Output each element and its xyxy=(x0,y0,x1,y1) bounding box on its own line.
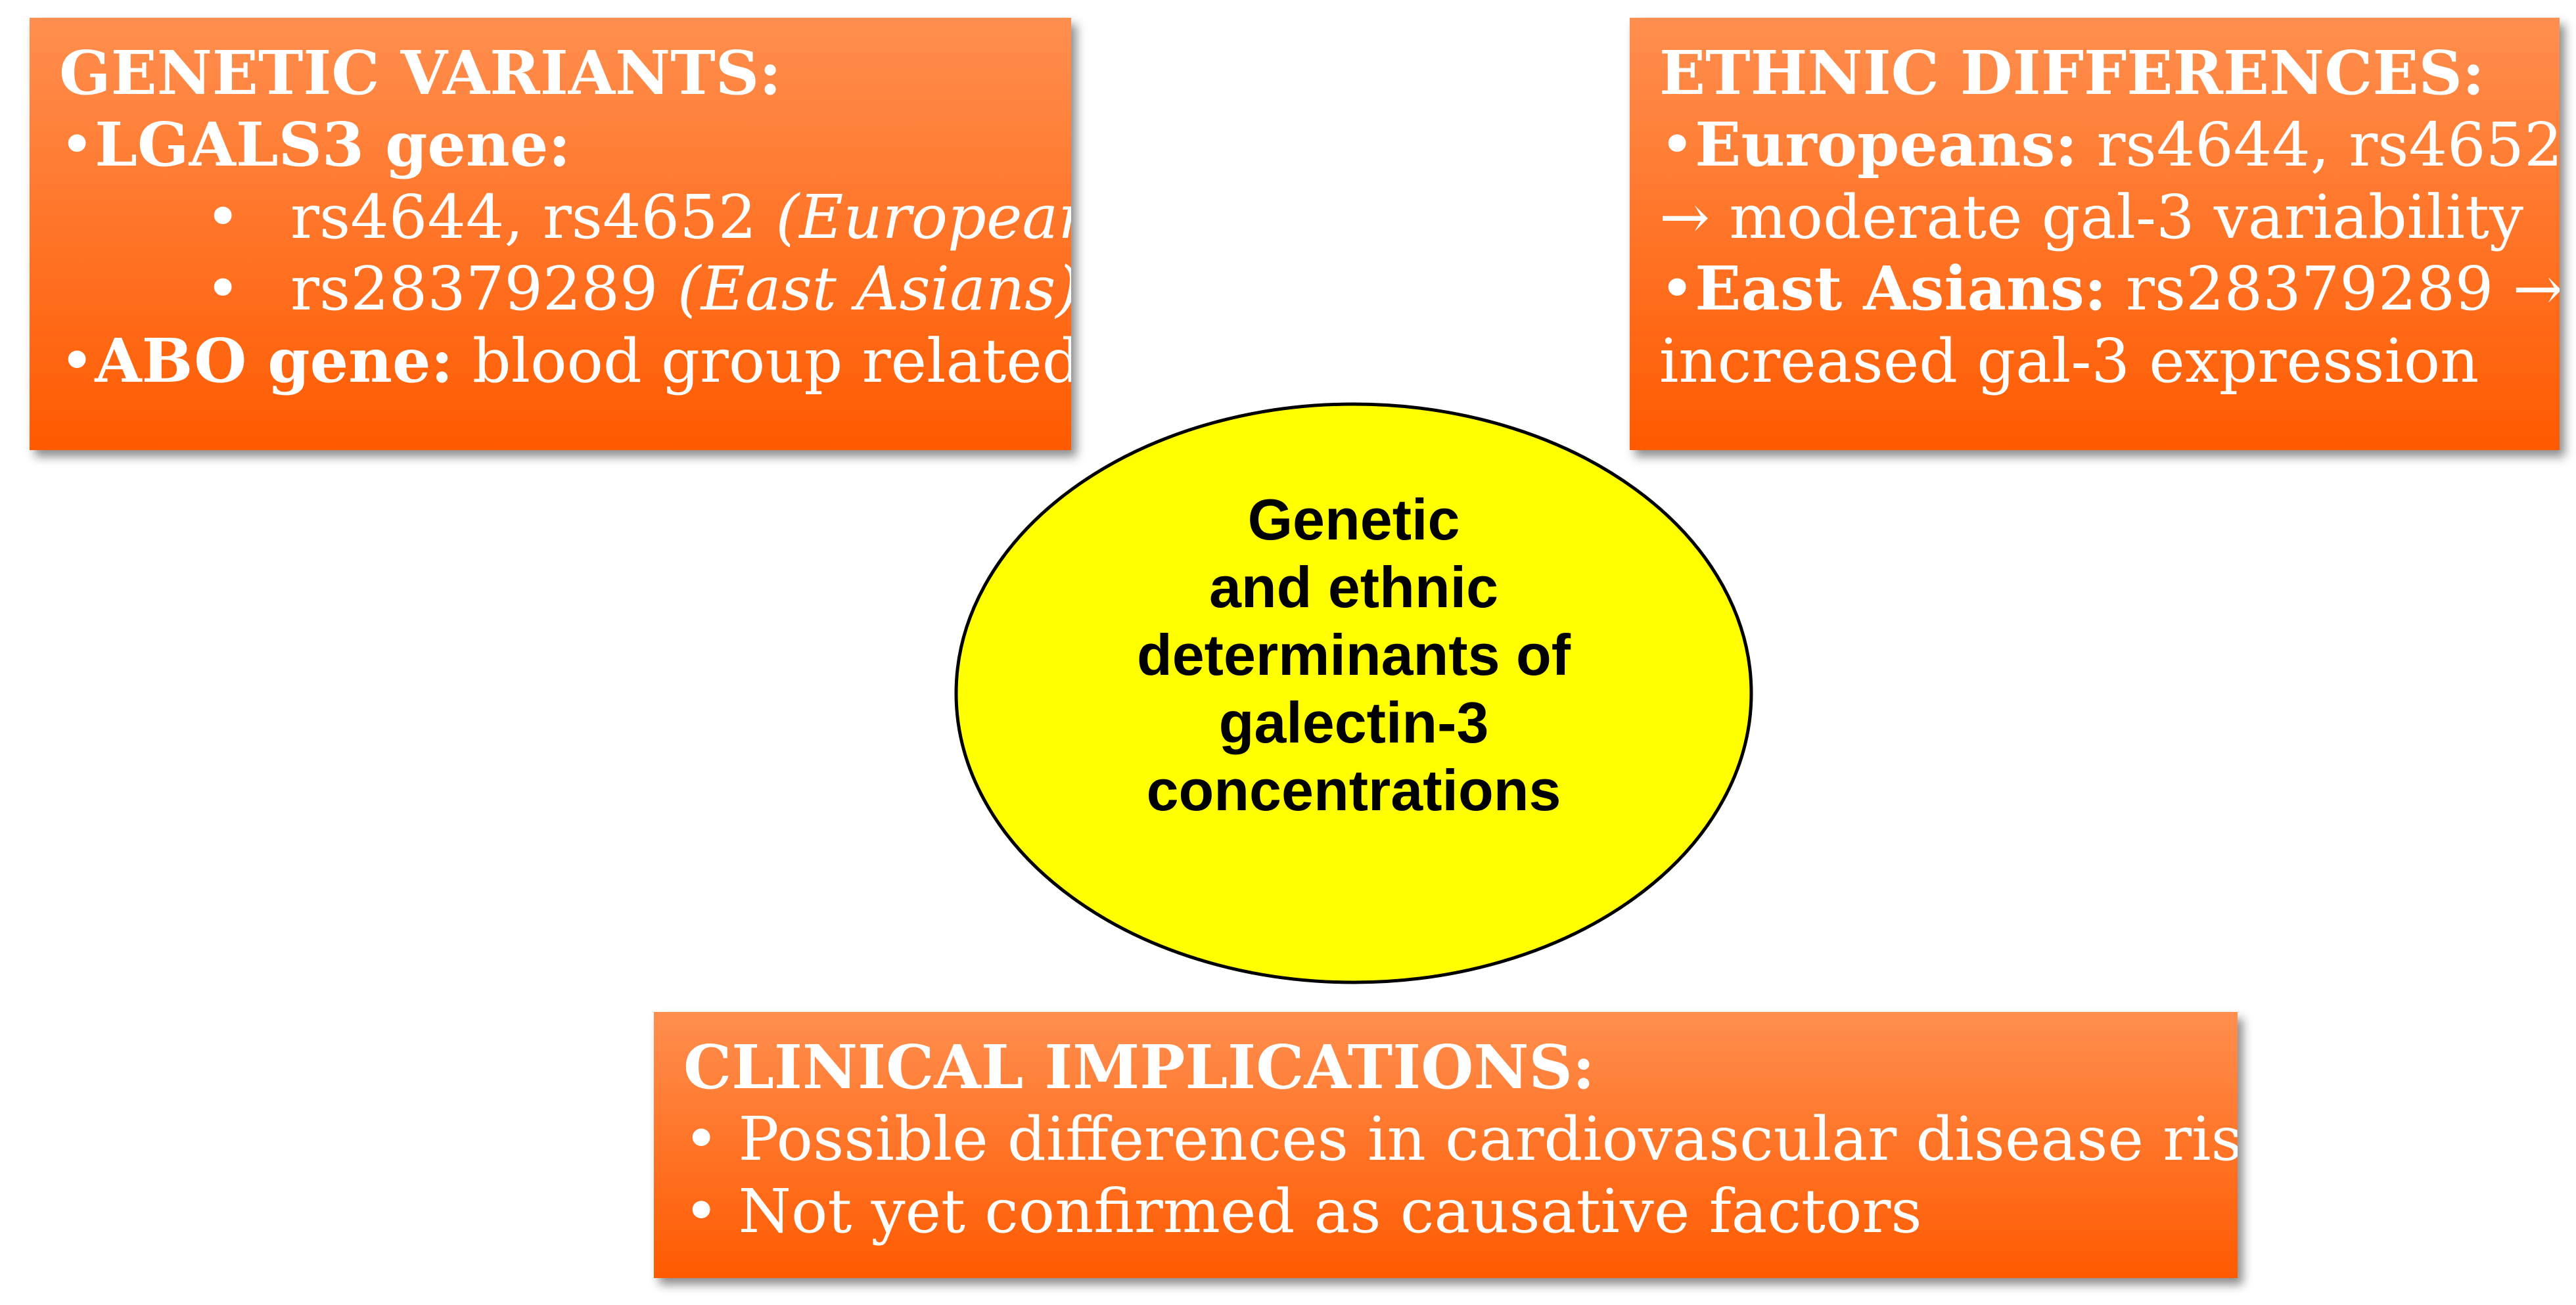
variant-population: (East Asians) xyxy=(677,254,1071,325)
east-asians-snps: rs28379289 → xyxy=(2106,254,2560,325)
bullet-icon: • xyxy=(1659,110,1695,181)
europeans-label: Europeans: xyxy=(1695,109,2078,181)
europeans-line: •Europeans: rs4644, rs4652 xyxy=(1659,109,2560,181)
abo-gene-label: ABO gene: xyxy=(95,325,453,396)
clinical-item: • Possible differences in cardiovascular… xyxy=(683,1104,2238,1175)
bullet-icon: • xyxy=(59,110,95,181)
bullet-icon: • xyxy=(205,254,241,325)
clinical-implications-title: CLINICAL IMPLICATIONS: xyxy=(683,1032,1595,1103)
ethnic-differences-box: ETHNIC DIFFERENCES: •Europeans: rs4644, … xyxy=(1630,18,2560,450)
center-title-line: galectin-3 xyxy=(1218,689,1489,755)
europeans-effect: → moderate gal-3 variability xyxy=(1659,181,2523,252)
ethnic-differences-title: ETHNIC DIFFERENCES: xyxy=(1659,37,2485,108)
center-ellipse-shape xyxy=(954,402,1753,984)
east-asians-line: •East Asians: rs28379289 → xyxy=(1659,253,2560,325)
lgals3-variant-europeans: • rs4644, rs4652 (Europeans) xyxy=(59,181,1071,253)
bullet-icon: • xyxy=(1659,254,1695,325)
variant-population: (Europeans) xyxy=(775,181,1071,252)
center-title-line: concentrations xyxy=(1146,757,1561,823)
bullet-icon: • xyxy=(59,325,95,396)
bullet-icon: • xyxy=(205,181,241,252)
genetic-variants-title: GENETIC VARIANTS: xyxy=(59,37,782,108)
variant-snps: rs28379289 xyxy=(290,254,678,325)
clinical-item: • Not yet confirmed as causative factors xyxy=(683,1176,1922,1247)
center-title-line: and ethnic xyxy=(1208,554,1499,620)
center-title: Genetic and ethnic determinants of galec… xyxy=(959,486,1748,825)
abo-gene-line: •ABO gene: blood group related xyxy=(59,325,1071,397)
center-title-line: determinants of xyxy=(1136,622,1571,687)
lgals3-variant-east-asians: • rs28379289 (East Asians) xyxy=(59,253,1071,325)
east-asians-effect: increased gal-3 expression xyxy=(1659,325,2479,396)
abo-gene-text: blood group related xyxy=(453,325,1071,396)
center-title-line: Genetic xyxy=(1247,487,1460,552)
lgals3-gene-label: LGALS3 gene: xyxy=(95,109,571,181)
europeans-snps: rs4644, rs4652 xyxy=(2077,110,2560,181)
lgals3-gene-line: •LGALS3 gene: xyxy=(59,109,1071,181)
east-asians-label: East Asians: xyxy=(1695,253,2107,325)
variant-snps: rs4644, rs4652 xyxy=(290,181,776,252)
genetic-variants-box: GENETIC VARIANTS: •LGALS3 gene: •rs4644,… xyxy=(30,18,1071,450)
clinical-implications-box: CLINICAL IMPLICATIONS: • Possible differ… xyxy=(654,1012,2238,1278)
